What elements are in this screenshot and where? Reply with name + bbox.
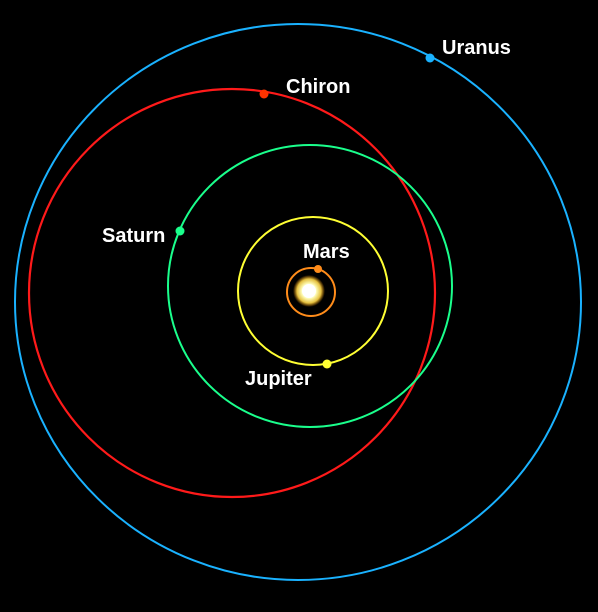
jupiter-planet [322, 359, 332, 369]
jupiter-orbit [237, 216, 389, 366]
mars-label: Mars [303, 241, 350, 263]
sun-core [302, 284, 316, 298]
saturn-orbit [167, 144, 453, 428]
uranus-label: Uranus [442, 37, 511, 59]
mars-orbit [286, 267, 336, 317]
jupiter-label: Jupiter [245, 368, 312, 390]
saturn-planet [175, 226, 185, 236]
saturn-label: Saturn [102, 225, 165, 247]
chiron-planet [259, 89, 269, 99]
uranus-orbit [14, 23, 582, 581]
uranus-planet [425, 53, 435, 63]
chiron-label: Chiron [286, 76, 350, 98]
mars-planet [314, 265, 322, 273]
chiron-orbit [27, 87, 437, 499]
